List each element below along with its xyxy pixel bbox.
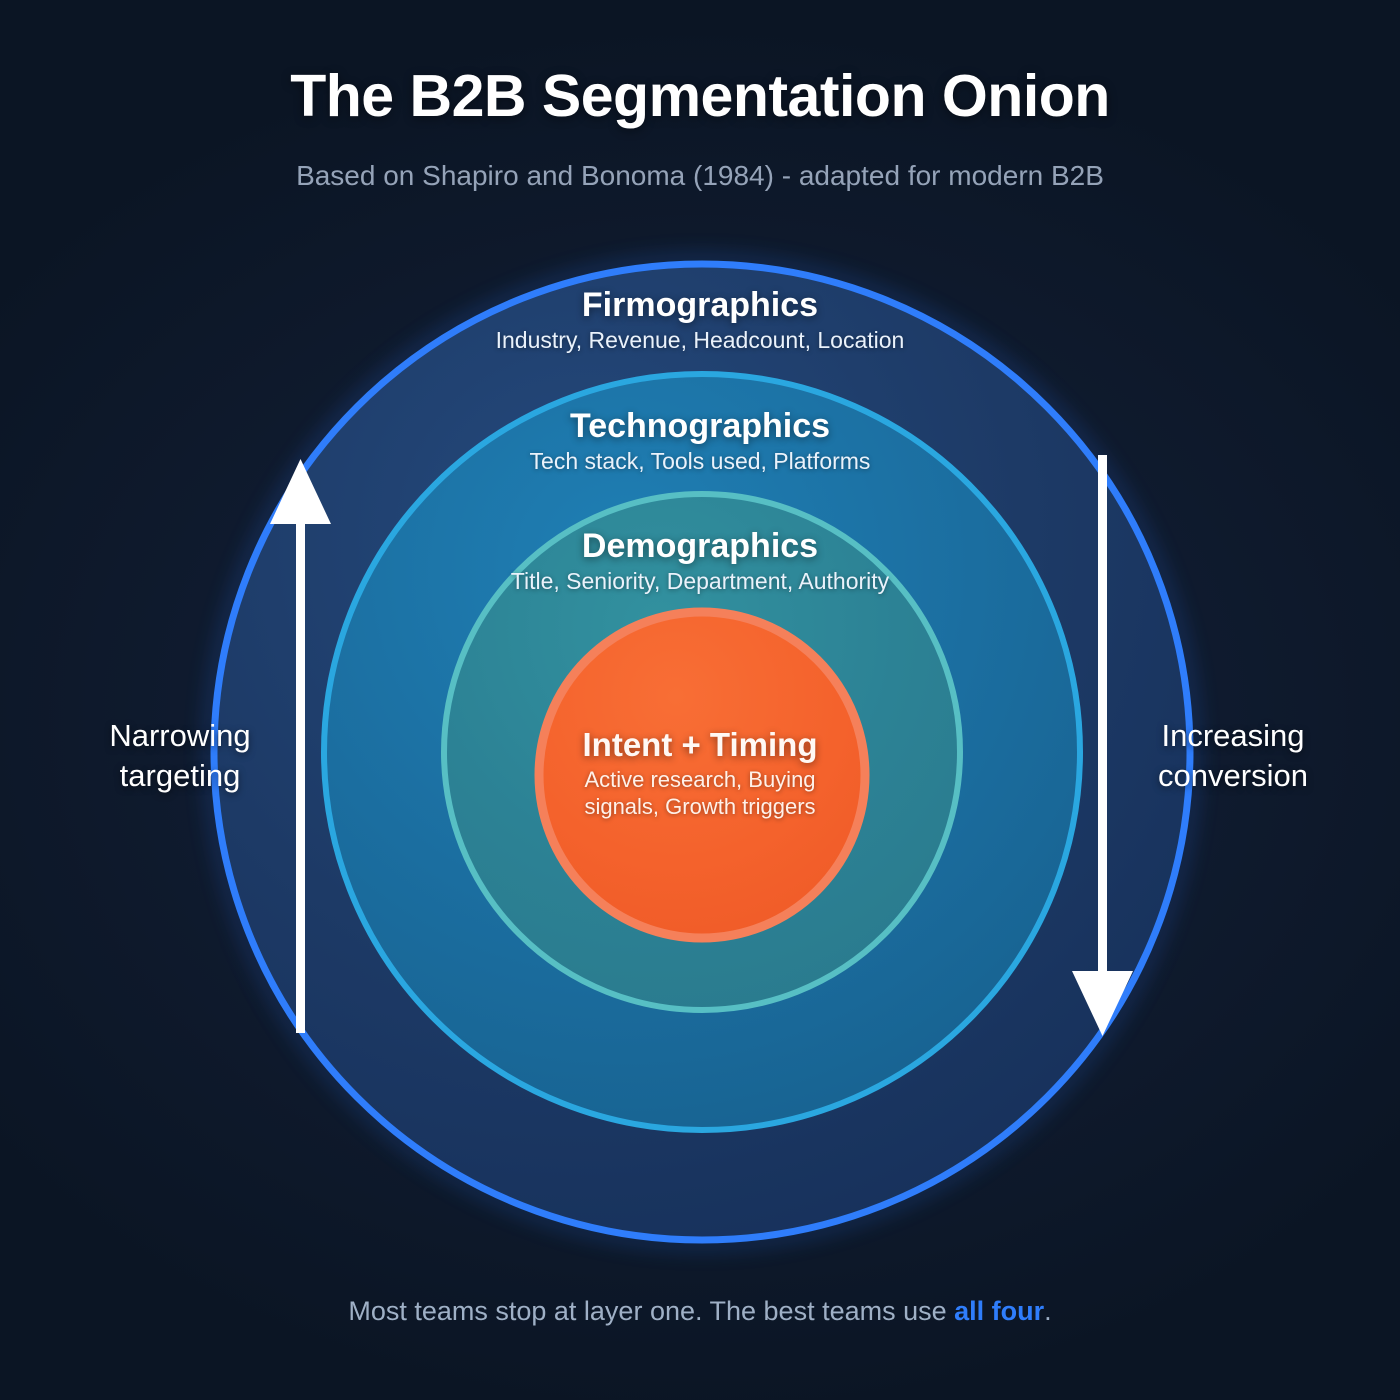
annotation-left-line2: targeting bbox=[119, 757, 241, 793]
outer-glow bbox=[202, 252, 1202, 1252]
annotation-increasing-conversion: Increasing conversion bbox=[1108, 716, 1358, 795]
layer-title-technographics: Technographics bbox=[569, 407, 831, 445]
label-intent-timing: Intent + Timing Active research, Buying … bbox=[0, 726, 1400, 821]
layer-desc-technographics: Tech stack, Tools used, Platforms bbox=[529, 448, 871, 475]
layer-title-firmographics: Firmographics bbox=[581, 286, 819, 324]
annotation-right-line1: Increasing bbox=[1161, 718, 1305, 753]
label-technographics: Technographics Tech stack, Tools used, P… bbox=[0, 407, 1400, 476]
annotation-narrowing-targeting: Narrowing targeting bbox=[60, 716, 300, 795]
footer-caption: Most teams stop at layer one. The best t… bbox=[0, 1296, 1400, 1327]
footer-text-after: . bbox=[1044, 1296, 1052, 1326]
layer-desc-demographics: Title, Seniority, Department, Authority bbox=[510, 568, 890, 595]
page-title: The B2B Segmentation Onion bbox=[290, 63, 1110, 129]
layer-intent-timing[interactable] bbox=[534, 607, 870, 943]
layer-desc-intent-timing: Active research, Buying signals, Growth … bbox=[0, 767, 1400, 821]
arrow-down-icon bbox=[1072, 455, 1133, 1036]
label-demographics: Demographics Title, Seniority, Departmen… bbox=[0, 527, 1400, 596]
annotation-right-line2: conversion bbox=[1158, 757, 1308, 793]
label-firmographics: Firmographics Industry, Revenue, Headcou… bbox=[0, 286, 1400, 355]
layer-title-demographics: Demographics bbox=[581, 527, 819, 565]
layer-desc-firmographics: Industry, Revenue, Headcount, Location bbox=[495, 327, 905, 354]
arrow-up-icon bbox=[270, 459, 331, 1033]
page-subtitle: Based on Shapiro and Bonoma (1984) - ada… bbox=[296, 160, 1104, 191]
layer-desc-intent-line1: Active research, Buying bbox=[584, 766, 816, 792]
footer-text-before: Most teams stop at layer one. The best t… bbox=[348, 1296, 955, 1326]
layer-title-intent-timing: Intent + Timing bbox=[582, 726, 818, 763]
footer-emphasis: all four bbox=[954, 1296, 1045, 1326]
annotation-left-line1: Narrowing bbox=[109, 718, 251, 753]
layer-desc-intent-line2: signals, Growth triggers bbox=[584, 793, 816, 819]
